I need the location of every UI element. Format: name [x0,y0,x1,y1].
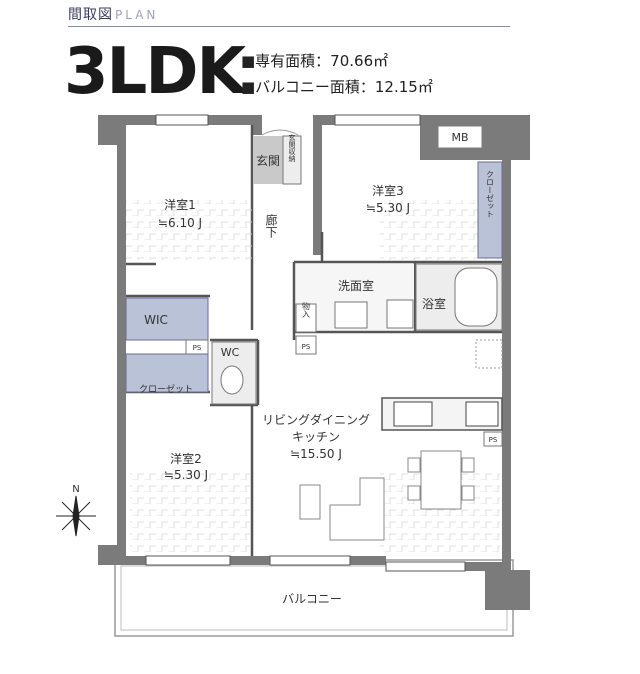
bedroom2-name: 洋室2 [170,451,202,466]
ps-box-3 [483,431,503,447]
ldk-name-line2: キッチン [292,430,340,444]
sofa [329,477,385,541]
mb-box [437,125,483,149]
bedroom2-floor-pattern [130,470,250,555]
bathroom-label: 浴室 [422,296,446,311]
compass-north-label: N [72,484,79,495]
bedroom1-size: ≒6.10 J [158,216,202,230]
bedroom1-floor-pattern [126,200,252,260]
entrance-door-swing [261,129,299,136]
ldk-size: ≒15.50 J [290,447,342,461]
hallway-label: 廊下 [264,213,278,238]
washroom-label: 洗面室 [338,278,374,293]
tv-board [299,484,321,520]
windows [145,114,466,572]
entrance-label: 玄関 [256,153,280,168]
wic-area [125,297,209,341]
ps-box-1 [295,335,317,355]
balcony-area-text: ■バルコニー面積：12.15㎡ [241,78,433,96]
shoe-storage-label: 玄関収納 [288,133,296,163]
balcony-label: バルコニー [282,592,342,606]
storage-label: 物入 [302,301,311,318]
washing-machine-pan [386,299,414,329]
dining-chairs [407,457,475,501]
bedroom3-closet-label: クローゼット [486,170,495,218]
storage-box [295,303,317,333]
bedroom3-closet [477,161,503,259]
plan-subtitle: PLAN [115,8,159,22]
shoe-storage-box [282,135,302,185]
stove [465,401,499,427]
ps-label-3: PS [489,436,498,444]
entrance-floor [253,136,283,184]
bedroom3-name: 洋室3 [372,183,404,198]
heading-divider [68,26,510,27]
wash-basin [334,301,368,329]
ps-label-1: PS [302,343,311,351]
bedroom2-size: ≒5.30 J [164,468,208,482]
bathtub [454,267,498,327]
dining-table [420,450,462,510]
kitchen-sink [393,401,433,427]
ps-label-2: PS [193,344,202,352]
bedroom1-name: 洋室1 [164,197,196,212]
layout-type: 3LDK [64,35,246,109]
fridge-space [475,339,503,369]
compass-icon [56,495,96,537]
bedroom2-closet-label: クローゼット [139,383,193,395]
wic-label: WIC [144,313,168,327]
plan-title: 間取図 [68,7,113,23]
mb-label: MB [451,131,468,144]
bedroom3-size: ≒5.30 J [366,201,410,215]
ldk-name-line1: リビングダイニング [262,412,370,427]
wc-label: WC [221,346,240,359]
private-area-text: ■専有面積：70.66㎡ [241,52,389,70]
toilet [220,365,244,395]
bedroom2-closet [125,353,209,393]
